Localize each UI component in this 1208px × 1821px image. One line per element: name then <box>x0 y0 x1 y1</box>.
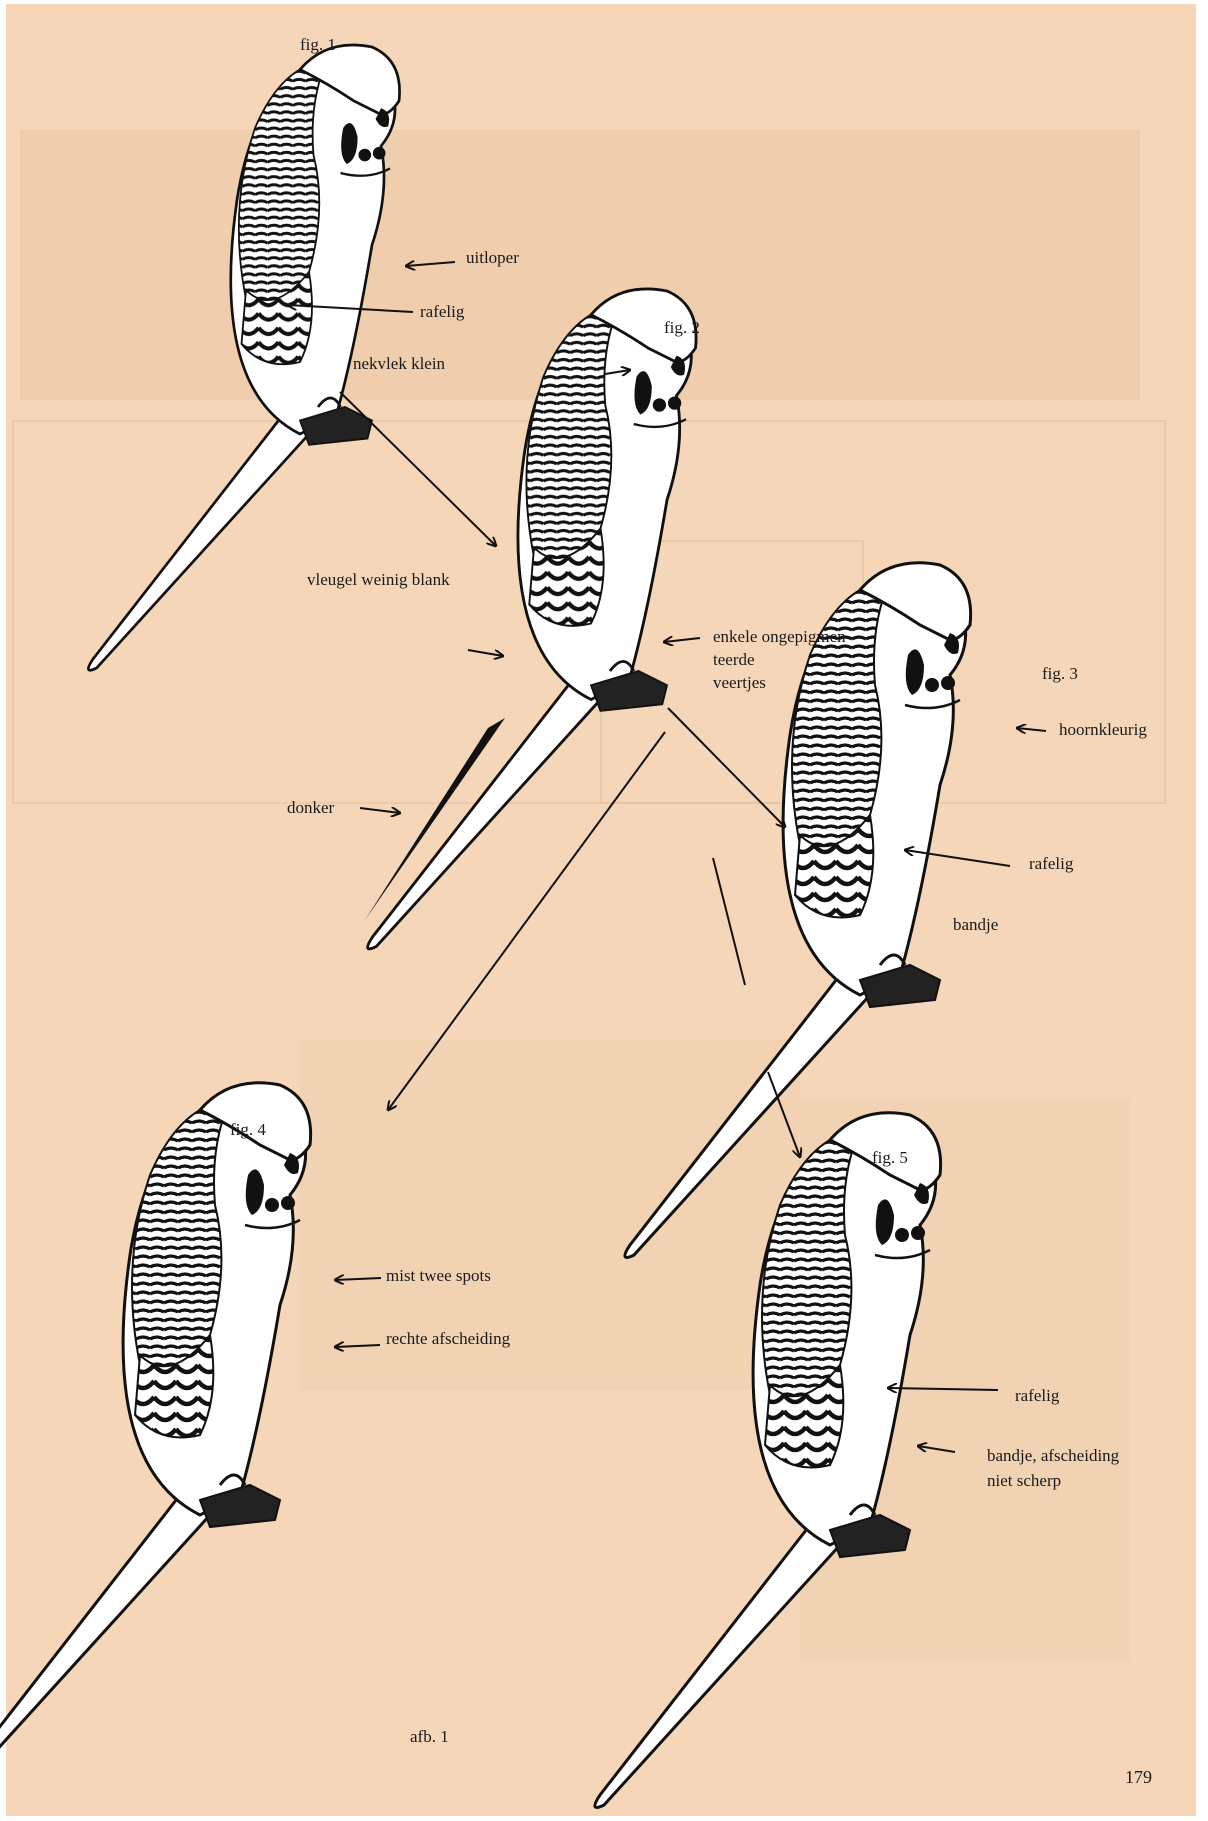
annotation-enkele-line2: teerde <box>713 650 755 670</box>
budgerigar-fig2-illustration <box>368 289 696 949</box>
arrow-fig1-to-fig2 <box>340 392 496 546</box>
annotation-rechte-afscheiding: rechte afscheiding <box>386 1329 510 1349</box>
annotation-enkele-line3: veertjes <box>713 673 766 693</box>
annotation-mist-twee-spots: mist twee spots <box>386 1266 491 1286</box>
arrow-rafelig-5 <box>888 1388 998 1390</box>
fig5-label: fig. 5 <box>872 1148 908 1168</box>
arrow-fig3-line <box>713 858 745 985</box>
arrow-fig2-to-fig4 <box>388 732 665 1110</box>
page-number: 179 <box>1125 1767 1152 1787</box>
arrow-donker <box>360 808 400 813</box>
budgerigar-fig4-illustration <box>0 1083 311 1778</box>
fig4-label: fig. 4 <box>230 1120 266 1140</box>
annotation-rafelig-fig5: rafelig <box>1015 1386 1059 1406</box>
annotation-bandje-afscheiding-line2: niet scherp <box>987 1471 1061 1491</box>
annotation-vleugel-weinig-blank: vleugel weinig blank <box>307 570 450 590</box>
annotation-enkele-line1: enkele ongepigmen- <box>713 627 851 647</box>
figure-caption: afb. 1 <box>410 1727 449 1747</box>
arrow-uitloper <box>406 262 455 266</box>
fig2-label: fig. 2 <box>664 318 700 338</box>
budgerigar-fig5-illustration <box>595 1113 941 1808</box>
annotation-bandje-afscheiding-line1: bandje, afscheiding <box>987 1446 1119 1466</box>
arrow-hoornkleurig <box>1017 728 1046 731</box>
arrow-enkele <box>664 638 700 642</box>
annotation-donker: donker <box>287 798 334 818</box>
annotation-uitloper: uitloper <box>466 248 519 268</box>
annotation-rafelig-fig3: rafelig <box>1029 854 1073 874</box>
arrow-bandje-afscheiding <box>918 1446 955 1452</box>
annotation-nekvlek-klein: nekvlek klein <box>353 354 445 374</box>
annotation-hoornkleurig: hoornkleurig <box>1059 720 1147 740</box>
fig1-label: fig. 1 <box>300 35 336 55</box>
annotation-rafelig-fig1: rafelig <box>420 302 464 322</box>
arrow-mist-twee-spots <box>335 1278 381 1280</box>
arrow-rechte-afscheiding <box>335 1345 380 1347</box>
arrow-fig2-to-fig3 <box>668 708 785 827</box>
arrow-vleugel <box>468 650 503 656</box>
fig3-label: fig. 3 <box>1042 664 1078 684</box>
annotation-bandje: bandje <box>953 915 998 935</box>
